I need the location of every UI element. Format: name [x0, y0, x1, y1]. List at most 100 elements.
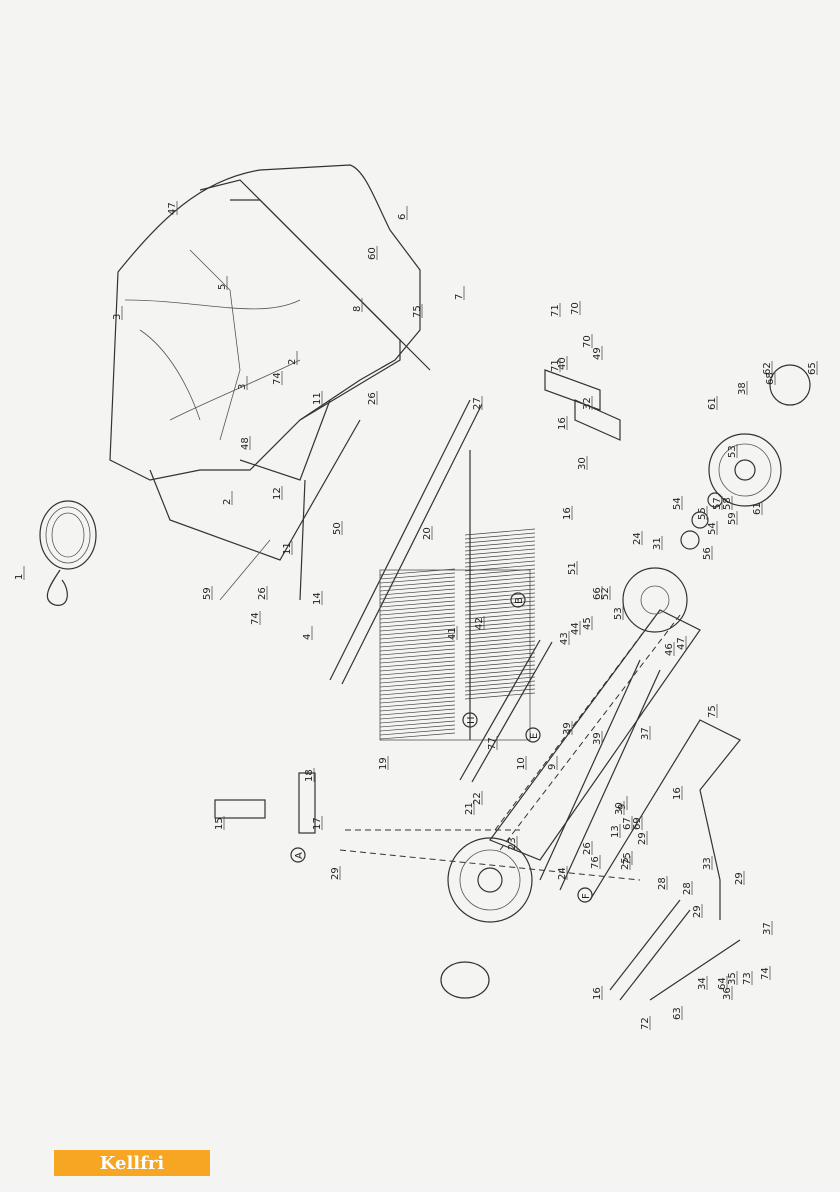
chassis-assembly	[214, 609, 741, 1001]
part-label-43: 43	[559, 632, 570, 645]
part-label-9: 9	[617, 804, 628, 810]
brand-logo: Kellfri	[54, 1150, 210, 1176]
part-label-9: 9	[547, 764, 558, 770]
part-label-2: 2	[287, 359, 298, 365]
part-label-16: 16	[562, 507, 573, 520]
part-label-24: 24	[632, 532, 643, 545]
part-label-26: 26	[367, 392, 378, 405]
part-label-40: 40	[557, 357, 568, 370]
part-label-45: 45	[582, 617, 593, 630]
part-label-58: 58	[722, 497, 733, 510]
part-label-74: 74	[760, 967, 771, 980]
part-label-71: 71	[550, 304, 561, 317]
part-label-74: 74	[272, 372, 283, 385]
part-label-75: 75	[622, 852, 633, 865]
part-label-70: 70	[570, 302, 581, 315]
part-label-20: 20	[422, 527, 433, 540]
part-label-10: 10	[516, 757, 527, 770]
assembly-label-A: A	[294, 852, 305, 859]
part-label-32: 32	[582, 397, 593, 410]
part-label-52: 52	[600, 587, 611, 600]
part-label-16: 16	[592, 987, 603, 1000]
part-label-48: 48	[240, 437, 251, 450]
part-label-61: 61	[752, 502, 763, 515]
part-label-26: 26	[257, 587, 268, 600]
part-label-34: 34	[697, 977, 708, 990]
part-label-18: 18	[304, 769, 315, 782]
assembly-marker-B	[510, 592, 526, 608]
part-label-69: 69	[632, 817, 643, 830]
assembly-marker-A	[290, 847, 306, 863]
part-label-25: 25	[620, 857, 631, 870]
part-label-66: 66	[592, 587, 603, 600]
part-label-26: 26	[582, 842, 593, 855]
part-label-39: 39	[562, 722, 573, 735]
part-label-42: 42	[474, 617, 485, 630]
part-label-29: 29	[330, 867, 341, 880]
part-label-46: 46	[664, 643, 675, 656]
part-label-3: 3	[112, 314, 123, 320]
part-label-61: 61	[707, 397, 718, 410]
part-label-65: 65	[807, 362, 818, 375]
part-label-16: 16	[557, 417, 568, 430]
part-label-44: 44	[570, 622, 581, 635]
part-label-12: 12	[272, 487, 283, 500]
part-label-30: 30	[577, 457, 588, 470]
part-label-3: 3	[237, 384, 248, 390]
part-label-15: 15	[214, 817, 225, 830]
part-label-71: 71	[550, 359, 561, 372]
part-label-19: 19	[378, 757, 389, 770]
part-label-22: 22	[472, 792, 483, 805]
part-label-54: 54	[672, 497, 683, 510]
assembly-label-F: F	[581, 893, 592, 899]
part-label-60: 60	[367, 247, 378, 260]
part-label-75: 75	[412, 305, 423, 318]
part-label-13: 13	[610, 825, 621, 838]
part-label-49: 49	[592, 347, 603, 360]
part-label-67: 67	[622, 817, 633, 830]
part-label-16: 16	[672, 787, 683, 800]
part-label-4: 4	[302, 634, 313, 640]
part-labels: 1223345678991011111213141516161616171819…	[14, 201, 818, 1030]
part-label-74: 74	[250, 612, 261, 625]
part-label-38: 38	[737, 382, 748, 395]
part-label-68: 68	[765, 372, 776, 385]
part-label-72: 72	[640, 1017, 651, 1030]
part-label-21: 21	[464, 802, 475, 815]
part-label-76: 76	[590, 856, 601, 869]
part-label-75: 75	[707, 705, 718, 718]
hopper-assembly	[39, 164, 483, 685]
part-label-50: 50	[332, 522, 343, 535]
part-label-57: 57	[712, 497, 723, 510]
assembly-marker-F	[577, 887, 593, 903]
assembly-label-B: B	[514, 597, 525, 604]
part-label-37: 37	[640, 727, 651, 740]
part-label-41: 41	[447, 627, 458, 640]
part-label-73: 73	[742, 972, 753, 985]
part-label-11: 11	[312, 392, 323, 405]
part-label-7: 7	[454, 294, 465, 300]
brush-assembly	[379, 450, 553, 783]
part-label-37: 37	[762, 922, 773, 935]
part-label-28: 28	[657, 877, 668, 890]
part-label-29: 29	[734, 872, 745, 885]
bracket-assembly	[544, 369, 621, 441]
part-label-51: 51	[567, 562, 578, 575]
part-label-64: 64	[717, 977, 728, 990]
part-label-55: 55	[697, 507, 708, 520]
part-label-53: 53	[727, 445, 738, 458]
part-label-8: 8	[352, 306, 363, 312]
part-label-70: 70	[582, 335, 593, 348]
part-label-77: 77	[487, 737, 498, 750]
part-label-56: 56	[702, 547, 713, 560]
assembly-label-H: H	[466, 716, 477, 724]
part-label-47: 47	[167, 202, 178, 215]
part-label-29: 29	[637, 832, 648, 845]
wheel-right	[622, 364, 811, 633]
part-label-23: 23	[507, 837, 518, 850]
part-label-59: 59	[202, 587, 213, 600]
part-label-36: 36	[722, 987, 733, 1000]
part-label-35: 35	[727, 972, 738, 985]
part-label-1: 1	[14, 574, 25, 580]
part-label-39: 39	[592, 732, 603, 745]
